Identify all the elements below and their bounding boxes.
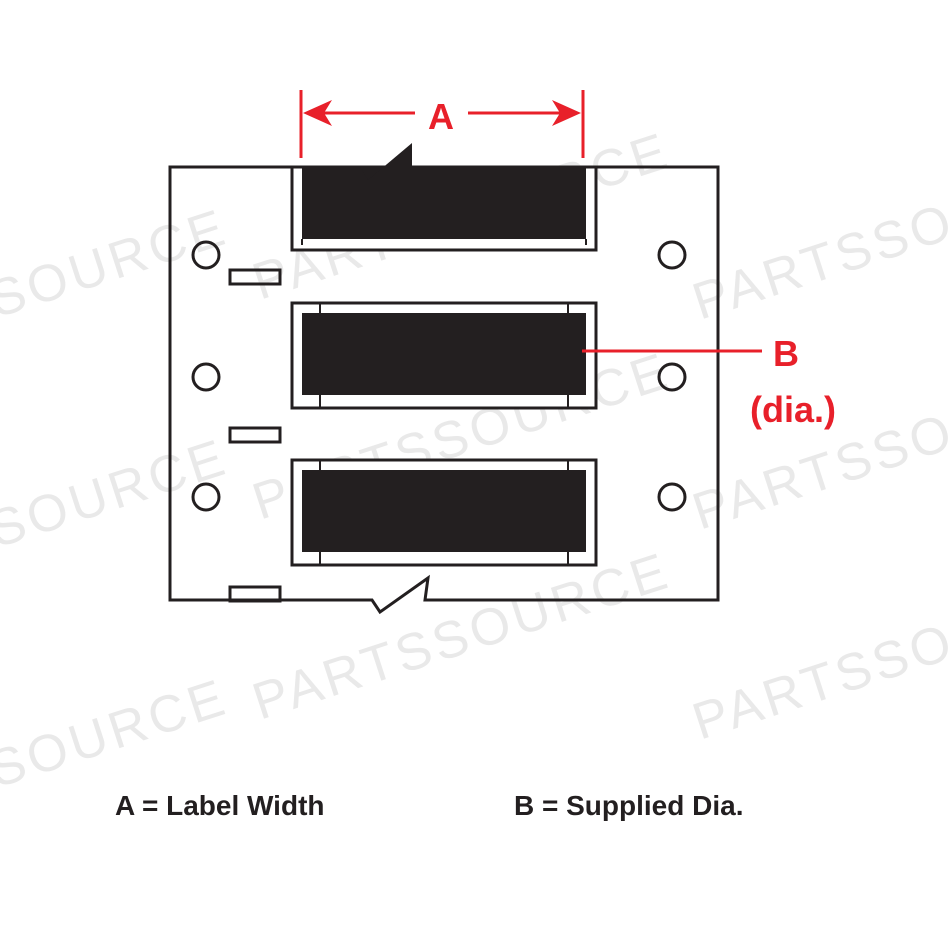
svg-text:PARTSSO: PARTSSO <box>686 192 950 331</box>
legend-b: B = Supplied Dia. <box>514 790 743 821</box>
dimension-a <box>299 90 585 158</box>
dimension-b-sublabel: (dia.) <box>750 389 836 430</box>
carrier-holes <box>191 240 687 603</box>
sleeve-middle <box>290 301 598 410</box>
break-mark <box>360 143 412 180</box>
legend-a: A = Label Width <box>115 790 325 821</box>
svg-text:PARTSSOURCE: PARTSSOURCE <box>246 542 678 732</box>
svg-text:PARTSSO: PARTSSO <box>686 612 950 751</box>
dimension-a-label: A <box>428 96 454 137</box>
svg-text:SSOURCE: SSOURCE <box>0 428 235 571</box>
dimension-b-label: B <box>773 333 799 374</box>
sleeve-bottom <box>290 458 598 567</box>
svg-text:SSOURCE: SSOURCE <box>0 198 235 341</box>
sleeve-top <box>290 143 598 252</box>
